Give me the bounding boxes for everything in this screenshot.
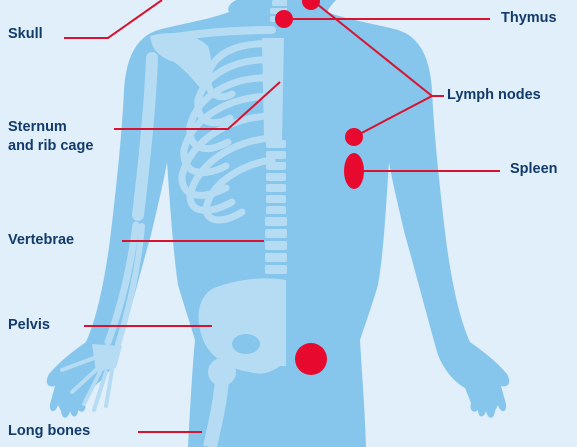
label-sternum-line1: Sternum <box>8 118 93 137</box>
label-sternum: Sternum and rib cage <box>8 118 93 156</box>
label-long-bones: Long bones <box>8 422 90 441</box>
lymph-node-marker-axilla <box>345 128 363 146</box>
spleen-marker <box>344 153 364 189</box>
label-pelvis: Pelvis <box>8 316 50 335</box>
skull-leader <box>64 0 162 38</box>
label-spleen: Spleen <box>510 160 558 179</box>
thymus-marker <box>275 10 293 28</box>
label-vertebrae: Vertebrae <box>8 231 74 250</box>
label-thymus: Thymus <box>501 9 557 28</box>
label-skull: Skull <box>8 25 43 44</box>
bone-marrow-marker <box>295 343 327 375</box>
label-lymph-nodes: Lymph nodes <box>447 86 541 105</box>
label-sternum-line2: and rib cage <box>8 137 93 156</box>
